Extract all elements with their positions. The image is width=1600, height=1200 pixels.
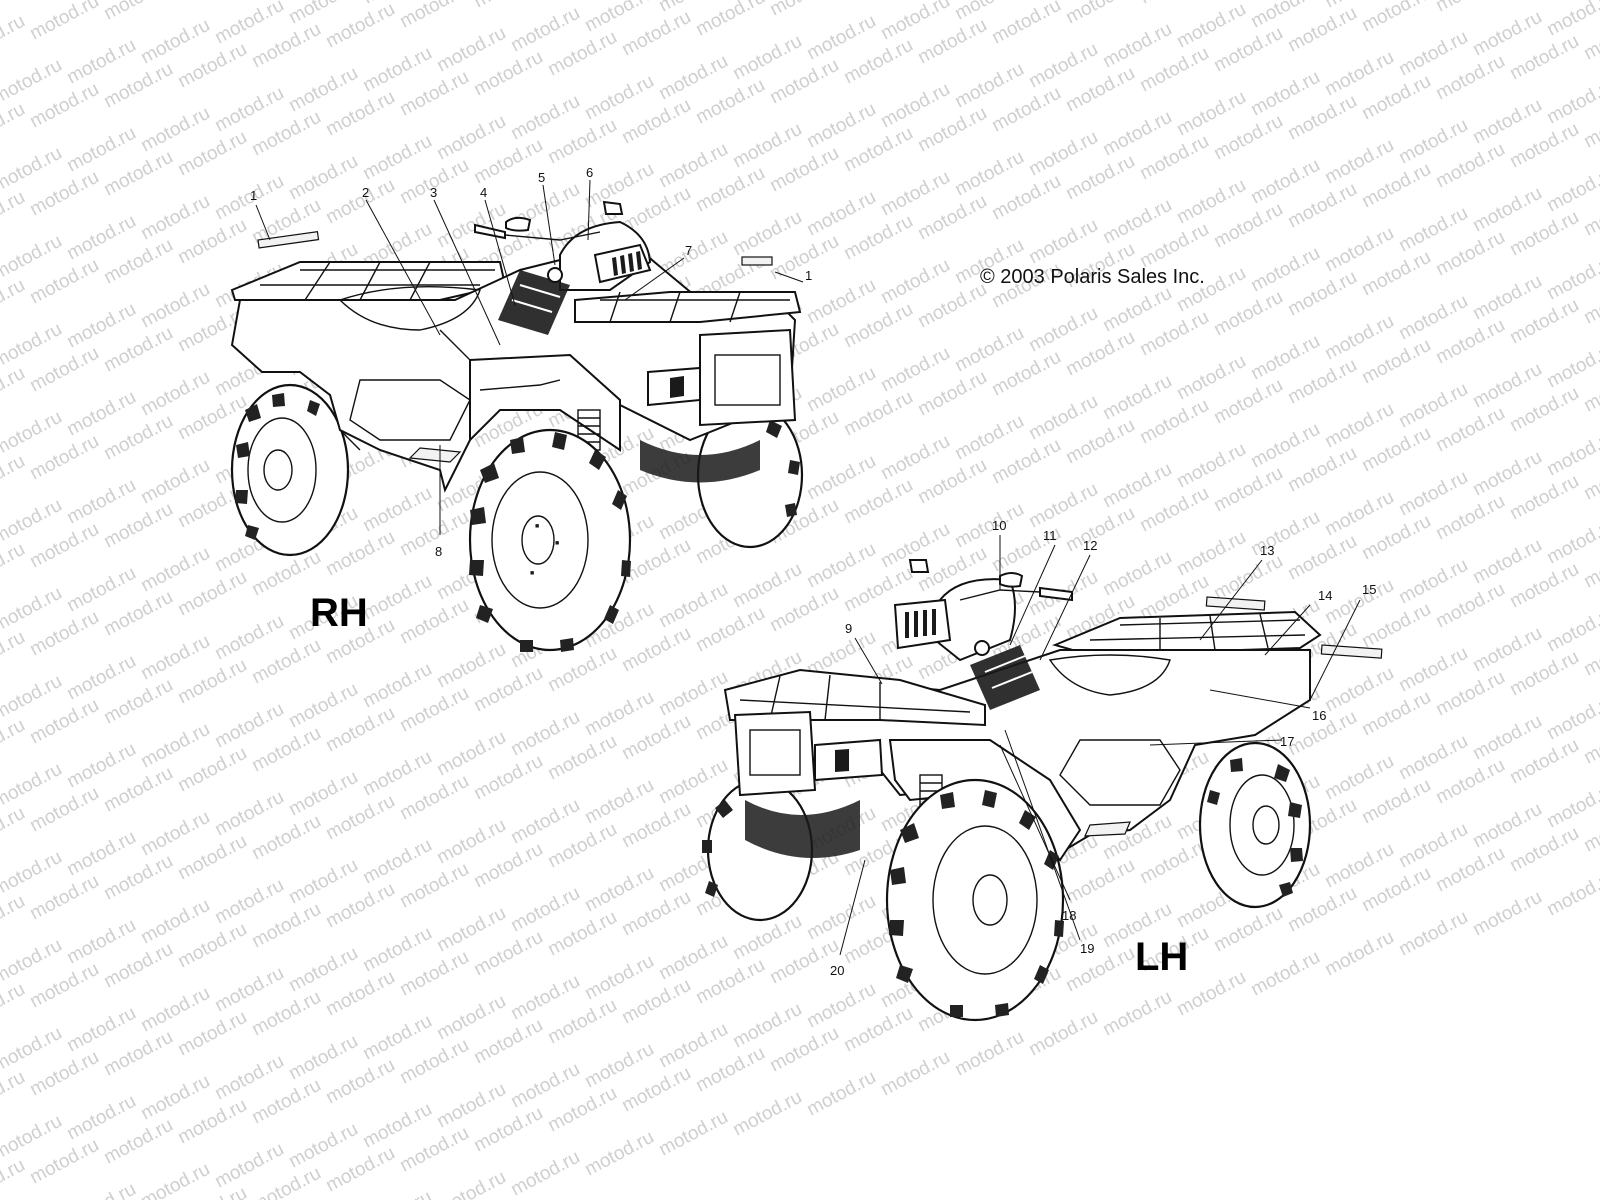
watermark-text: motod.ru	[581, 1127, 657, 1181]
watermark-text: motod.ru	[433, 1167, 509, 1200]
watermark-text: motod.ru	[655, 1107, 731, 1161]
watermark-text: motod.ru	[1321, 927, 1397, 981]
watermark-text: motod.ru	[1543, 867, 1600, 921]
watermark-text: motod.ru	[692, 0, 768, 40]
watermark-text: motod.ru	[0, 1067, 29, 1121]
callout-number: 17	[1280, 734, 1294, 749]
watermark-text: motod.ru	[1247, 947, 1323, 1001]
callout-number: 15	[1362, 582, 1376, 597]
watermark-text: motod.ru	[951, 1027, 1027, 1081]
watermark-text: motod.ru	[988, 0, 1064, 48]
watermark-text: motod.ru	[137, 1159, 213, 1200]
watermark-text: motod.ru	[0, 715, 29, 769]
watermark-text: motod.ru	[0, 275, 29, 329]
watermark-text: motod.ru	[470, 0, 546, 12]
callout-number: 2	[362, 185, 369, 200]
watermark-text: motod.ru	[0, 99, 29, 153]
svg-text:■: ■	[535, 523, 539, 530]
callout-number: 1	[250, 188, 257, 203]
callout-number: 13	[1260, 543, 1274, 558]
svg-text:■: ■	[530, 570, 534, 577]
watermark-text: motod.ru	[0, 363, 29, 417]
callout-number: 16	[1312, 708, 1326, 723]
atv-rh-view: ■ ■ ■ 1 2 3 4 5 6 7 1 8 RH	[230, 165, 812, 652]
watermark-text: motod.ru	[0, 451, 29, 505]
watermark-text: motod.ru	[0, 891, 29, 945]
watermark-text: motod.ru	[1099, 987, 1175, 1041]
callout-number: 5	[538, 170, 545, 185]
watermark-text: motod.ru	[729, 1087, 805, 1141]
callout-number: 4	[480, 185, 487, 200]
watermark-text: motod.ru	[0, 1155, 29, 1200]
callout-number: 8	[435, 544, 442, 559]
watermark-text: motod.ru	[1136, 0, 1212, 8]
watermark-text: motod.ru	[1025, 1007, 1101, 1061]
callout-number: 10	[992, 518, 1006, 533]
watermark-text: motod.ru	[1062, 0, 1138, 28]
watermark-text: motod.ru	[396, 0, 472, 32]
watermark-text: motod.ru	[0, 627, 29, 681]
watermark-text: motod.ru	[0, 187, 29, 241]
svg-text:■: ■	[555, 540, 559, 547]
watermark-text: motod.ru	[100, 0, 176, 24]
copyright-text: © 2003 Polaris Sales Inc.	[980, 266, 1205, 288]
watermark-text: motod.ru	[1395, 907, 1471, 961]
watermark-text: motod.ru	[174, 0, 250, 4]
watermark-text: motod.ru	[63, 1179, 139, 1200]
view-label-lh: LH	[1135, 935, 1188, 979]
watermark-text: motod.ru	[803, 1067, 879, 1121]
watermark-text: motod.ru	[877, 1047, 953, 1101]
callout-number: 7	[685, 243, 692, 258]
callout-number: 14	[1318, 588, 1332, 603]
callout-number: 20	[830, 963, 844, 978]
callout-number: 3	[430, 185, 437, 200]
callout-number: 11	[1043, 528, 1057, 543]
watermark-text: motod.ru	[1358, 0, 1434, 36]
callout-number: 19	[1080, 941, 1094, 956]
watermark-text: motod.ru	[0, 979, 29, 1033]
callout-number: 12	[1083, 538, 1097, 553]
watermark-text: motod.ru	[507, 1147, 583, 1200]
watermark-text: motod.ru	[1432, 0, 1508, 16]
watermark-text: motod.ru	[0, 11, 29, 65]
watermark-text: motod.ru	[0, 539, 29, 593]
watermark-text: motod.ru	[1469, 887, 1545, 941]
watermark-text: motod.ru	[0, 803, 29, 857]
callout-number: 1	[805, 268, 812, 283]
watermark-text: motod.ru	[359, 1187, 435, 1200]
watermark-text: motod.ru	[26, 0, 102, 44]
watermark-text: motod.ru	[766, 0, 842, 20]
callout-number: 6	[586, 165, 593, 180]
callout-number: 9	[845, 621, 852, 636]
view-label-rh: RH	[310, 591, 368, 635]
atv-lh-view: 9 10 11 12 13 14 15 16 17 18 19 20 LH	[702, 518, 1383, 1022]
callout-number: 18	[1062, 908, 1076, 923]
